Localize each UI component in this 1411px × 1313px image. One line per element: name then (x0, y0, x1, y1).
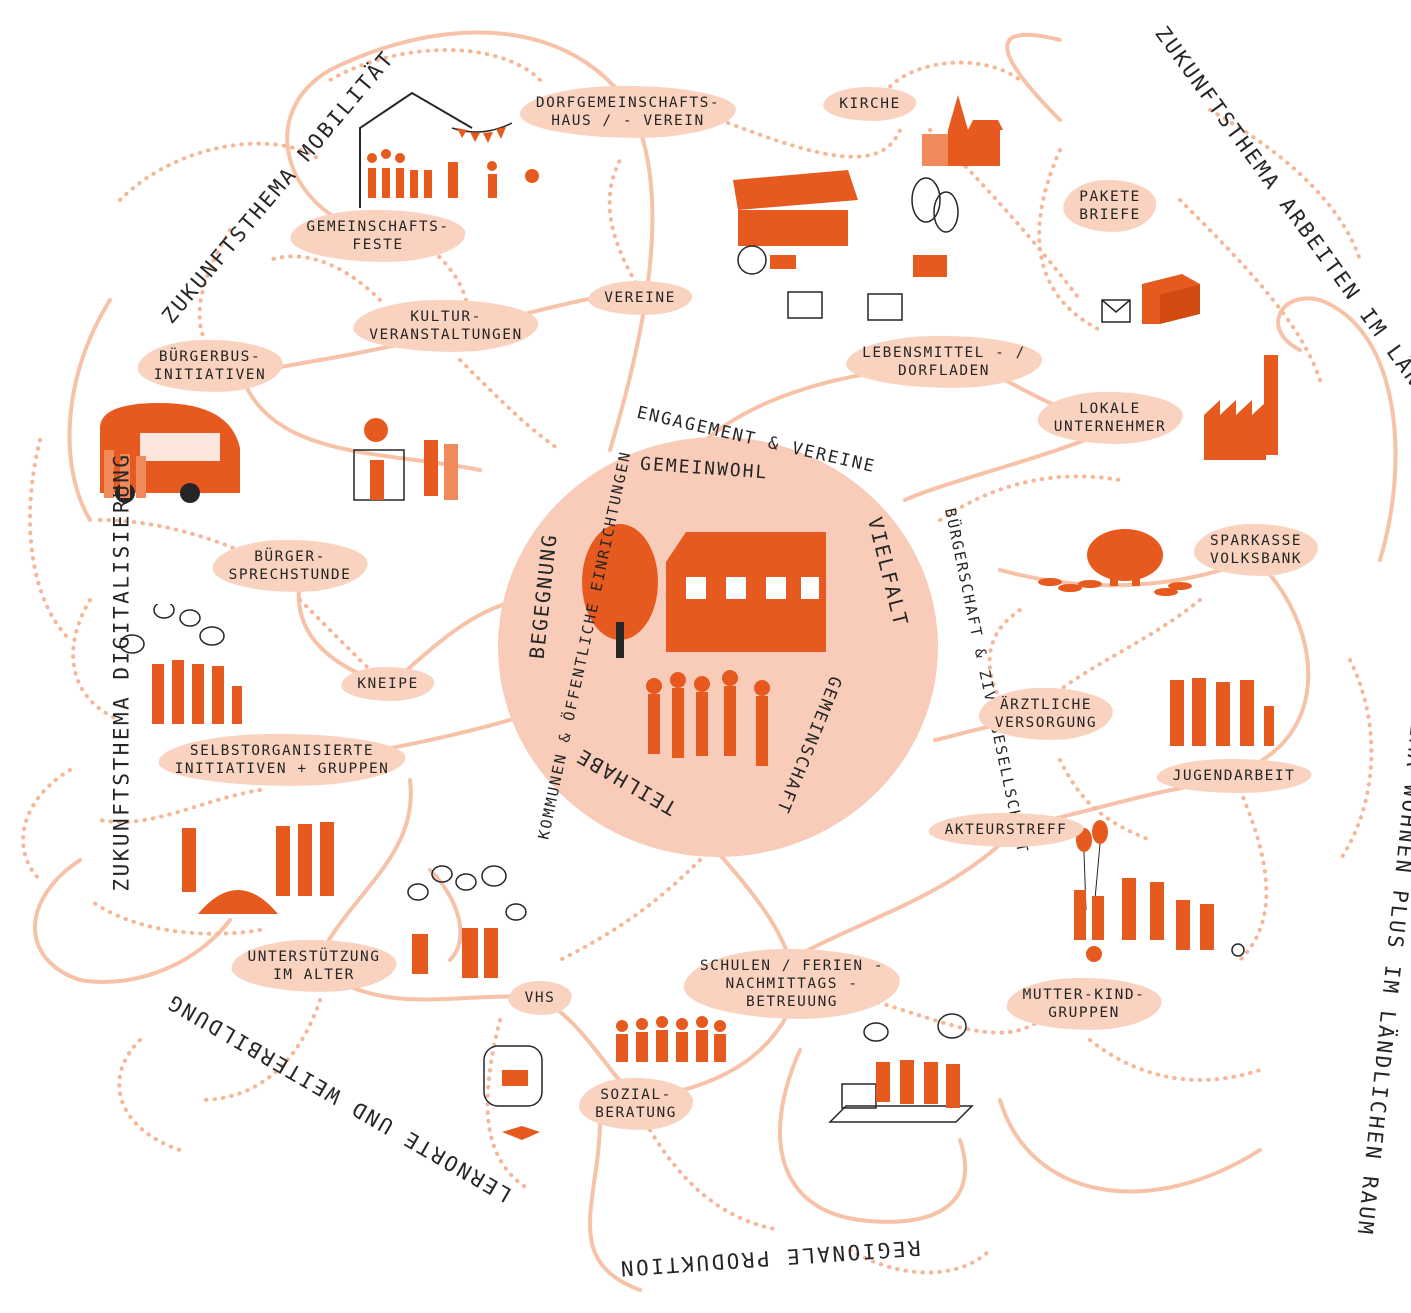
connector-akteur-schulen (788, 838, 1007, 962)
dorfladen-markt-icon (728, 160, 968, 330)
node-kulturveranstaltungen[interactable]: KULTUR- VERANSTALTUNGEN (353, 299, 539, 353)
dotted-27 (558, 858, 702, 962)
dotted-17 (88, 898, 262, 936)
connector-top-right-loop (1005, 32, 1062, 122)
fabrik-icon (1200, 350, 1295, 465)
familien-spaziergang-icon (1060, 820, 1260, 980)
dotted-8 (197, 228, 232, 352)
musik-icon (340, 410, 480, 520)
buergerbus-icon (80, 398, 250, 518)
dotted-23 (987, 608, 1022, 702)
node-lokale-unternehmer[interactable]: LOKALE UNTERNEHMER (1037, 391, 1183, 445)
dotted-18 (198, 998, 322, 1102)
gemeinschaftshaus-icon (576, 522, 836, 662)
protest-gruppe-icon (112, 604, 262, 734)
node-jugendarbeit[interactable]: JUGENDARBEIT (1156, 758, 1312, 794)
dotted-9 (268, 254, 382, 302)
dotted-12 (458, 358, 562, 452)
connector-dgh-feste (285, 30, 630, 232)
connector-buergerbus-center (238, 370, 482, 472)
connector-sparkasse-jugend (1228, 558, 1311, 777)
dotted-5 (1178, 198, 1322, 382)
dotted-16 (98, 788, 262, 825)
kirche-icon (918, 90, 1008, 170)
node-gemeinschaftsfeste[interactable]: GEMEINSCHAFTS- FESTE (290, 209, 466, 263)
node-schulen[interactable]: SCHULEN / FERIEN - NACHMITTAGS - BETREUU… (683, 948, 901, 1020)
dotted-30 (1338, 658, 1374, 862)
senioren-gespraech-icon (402, 862, 532, 992)
dotted-1 (328, 48, 542, 82)
connector-lower-left (428, 868, 463, 962)
dorfhaus-fest-icon (352, 88, 552, 218)
dotted-11 (607, 158, 642, 292)
dotted-6 (1037, 148, 1102, 332)
node-aerztliche[interactable]: ÄRZTLICHE VERSORGUNG (978, 687, 1114, 741)
connector-left-lower-loop (33, 858, 232, 984)
node-lebensmittel[interactable]: LEBENSMITTEL - / DORFLADEN (846, 335, 1042, 389)
node-mutter-kind[interactable]: MUTTER-KIND- GRUPPEN (1006, 977, 1162, 1031)
dotted-2 (878, 60, 1022, 102)
dotted-33 (117, 1038, 182, 1152)
schulung-icon (826, 1012, 976, 1152)
node-buergerbus[interactable]: BÜRGERBUS- INITIATIVEN (137, 339, 283, 393)
node-buergersprechstunde[interactable]: BÜRGER- SPRECHSTUNDE (212, 539, 368, 593)
garten-arbeit-icon (168, 806, 358, 916)
dotted-20 (648, 1128, 782, 1232)
connector-left-loop (67, 298, 112, 522)
dotted-connectors (21, 48, 1374, 1275)
sparschwein-icon (1030, 510, 1200, 600)
kinder-icon (612, 1014, 732, 1074)
node-pakete[interactable]: PAKETE BRIEFE (1063, 179, 1157, 233)
connector-bottom-left-loop (588, 1118, 642, 1292)
dotted-31 (28, 438, 72, 642)
node-unterstuetzung[interactable]: UNTERSTÜTZUNG IM ALTER (231, 939, 397, 993)
theme-digitalisierung: ZUKUNFTSTHEMA DIGITALISIERUNG (109, 452, 134, 892)
connector-bottom-right-loop (998, 1098, 1262, 1194)
node-sparkasse[interactable]: SPARKASSE VOLKSBANK (1193, 523, 1319, 577)
node-sozialberatung[interactable]: SOZIAL- BERATUNG (579, 1077, 693, 1131)
node-akteurstreff[interactable]: AKTEURSTREFF (928, 812, 1084, 848)
dotted-22 (1058, 758, 1152, 842)
node-dorfgemeinschaftshaus[interactable]: DORFGEMEINSCHAFTS- HAUS / - VEREIN (519, 85, 737, 139)
dotted-34 (848, 1248, 992, 1275)
connector-right-loop (1276, 296, 1398, 562)
node-vereine[interactable]: VEREINE (588, 280, 692, 316)
node-vhs[interactable]: VHS (508, 980, 572, 1016)
familie-icon (1160, 650, 1300, 760)
paket-brief-icon (1098, 262, 1208, 332)
dotted-32 (21, 768, 72, 882)
dotted-14 (71, 598, 122, 722)
dotted-25 (1238, 788, 1269, 962)
dotted-7 (118, 141, 322, 202)
menschengruppe-icon (640, 664, 800, 774)
lesen-icon (476, 1040, 556, 1146)
node-selbstorganisierte[interactable]: SELBSTORGANISIERTE INITIATIVEN + GRUPPEN (158, 733, 406, 787)
node-kirche[interactable]: KIRCHE (823, 86, 917, 122)
dotted-26 (1088, 1038, 1262, 1082)
connector-bottom-loop (778, 1048, 967, 1224)
node-kneipe[interactable]: KNEIPE (341, 666, 435, 702)
dotted-3 (718, 118, 902, 159)
connector-center-schulen (718, 853, 792, 962)
dotted-28 (938, 474, 1122, 522)
